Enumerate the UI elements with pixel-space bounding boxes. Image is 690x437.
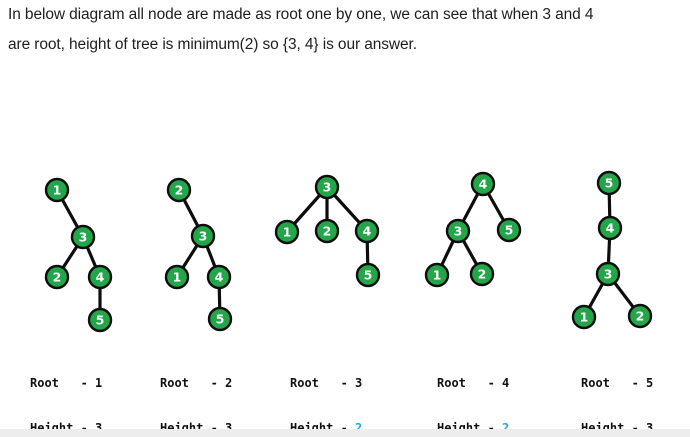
intro-line-1: In below diagram all node are made as ro… <box>8 6 594 23</box>
root-label: Root - 1 <box>30 376 103 390</box>
tree-root-3: 3 1 2 4 5 <box>274 174 381 288</box>
tree-node-number: 5 <box>505 223 514 238</box>
tree-node-5 <box>207 306 233 332</box>
tree-node-number: 3 <box>604 267 613 282</box>
tree-node-number: 4 <box>363 224 372 239</box>
tree-node-number: 4 <box>479 177 488 192</box>
tree-node-4 <box>206 264 232 290</box>
tree-node-number: 3 <box>323 180 332 195</box>
tree-node-2 <box>44 264 70 290</box>
bottom-scrollbar-track <box>0 429 690 437</box>
tree-root-1: 1 3 2 4 5 <box>44 177 113 333</box>
tree-3-caption: Root - 3 Height - 2 <box>290 346 362 437</box>
tree-node-5 <box>496 217 522 243</box>
tree-root-5: 5 4 3 1 2 <box>571 170 653 330</box>
root-label: Root - 3 <box>290 376 363 390</box>
tree-node-number: 1 <box>173 270 182 285</box>
tree-node-2 <box>314 218 340 244</box>
height-value: 3 <box>646 421 654 435</box>
root-label: Root - 4 <box>437 376 510 390</box>
tree-node-number: 1 <box>283 225 292 240</box>
tree-node-3 <box>314 174 340 200</box>
tree-node-4 <box>470 171 496 197</box>
tree-node-number: 5 <box>364 268 373 283</box>
tree-node-1 <box>44 177 70 203</box>
tree-node-number: 4 <box>215 270 224 285</box>
tree-node-4 <box>354 218 380 244</box>
tree-node-number: 3 <box>454 224 463 239</box>
tree-node-1 <box>274 219 300 245</box>
tree-node-1 <box>164 264 190 290</box>
tree-2-caption: Root - 2 Height - 3 <box>160 346 232 437</box>
tree-node-number: 2 <box>175 183 184 198</box>
height-value: 3 <box>95 421 103 435</box>
tree-node-1 <box>424 262 450 288</box>
tree-node-number: 2 <box>636 309 645 324</box>
tree-node-1 <box>571 304 597 330</box>
height-value: 3 <box>225 421 233 435</box>
tree-node-3 <box>445 218 471 244</box>
tree-node-number: 4 <box>606 221 615 236</box>
tree-1-caption: Root - 1 Height - 3 <box>30 346 102 437</box>
tree-node-5 <box>87 307 113 333</box>
tree-node-number: 2 <box>478 267 487 282</box>
tree-node-number: 1 <box>580 310 589 325</box>
tree-node-5 <box>355 262 381 288</box>
intro-paragraph: In below diagram all node are made as ro… <box>8 0 680 60</box>
tree-root-4: 4 3 5 1 2 <box>424 171 522 288</box>
tree-node-number: 4 <box>96 270 105 285</box>
tree-node-2 <box>627 303 653 329</box>
tree-5-caption: Root - 5 Height - 3 <box>581 346 653 437</box>
root-label: Root - 2 <box>160 376 233 390</box>
tree-node-5 <box>596 170 622 196</box>
tree-node-2 <box>469 261 495 287</box>
tree-root-2: 2 3 1 4 5 <box>164 177 233 332</box>
tree-node-number: 5 <box>96 313 105 328</box>
tree-node-number: 3 <box>199 229 208 244</box>
tree-node-number: 2 <box>323 224 332 239</box>
tree-4-caption: Root - 4 Height - 2 <box>437 346 509 437</box>
tree-node-number: 2 <box>53 270 62 285</box>
height-value: 2 <box>355 421 363 435</box>
tree-node-number: 3 <box>79 230 88 245</box>
intro-line-2: are root, height of tree is minimum(2) s… <box>8 36 417 53</box>
tree-node-number: 1 <box>433 268 442 283</box>
tree-node-number: 1 <box>53 183 62 198</box>
tree-node-3 <box>70 224 96 250</box>
tree-node-2 <box>166 177 192 203</box>
tree-node-4 <box>597 215 623 241</box>
tree-node-3 <box>595 261 621 287</box>
tree-node-3 <box>190 223 216 249</box>
height-value: 2 <box>502 421 510 435</box>
tree-node-4 <box>87 264 113 290</box>
tree-node-number: 5 <box>605 176 614 191</box>
root-label: Root - 5 <box>581 376 654 390</box>
tree-node-number: 5 <box>216 312 225 327</box>
